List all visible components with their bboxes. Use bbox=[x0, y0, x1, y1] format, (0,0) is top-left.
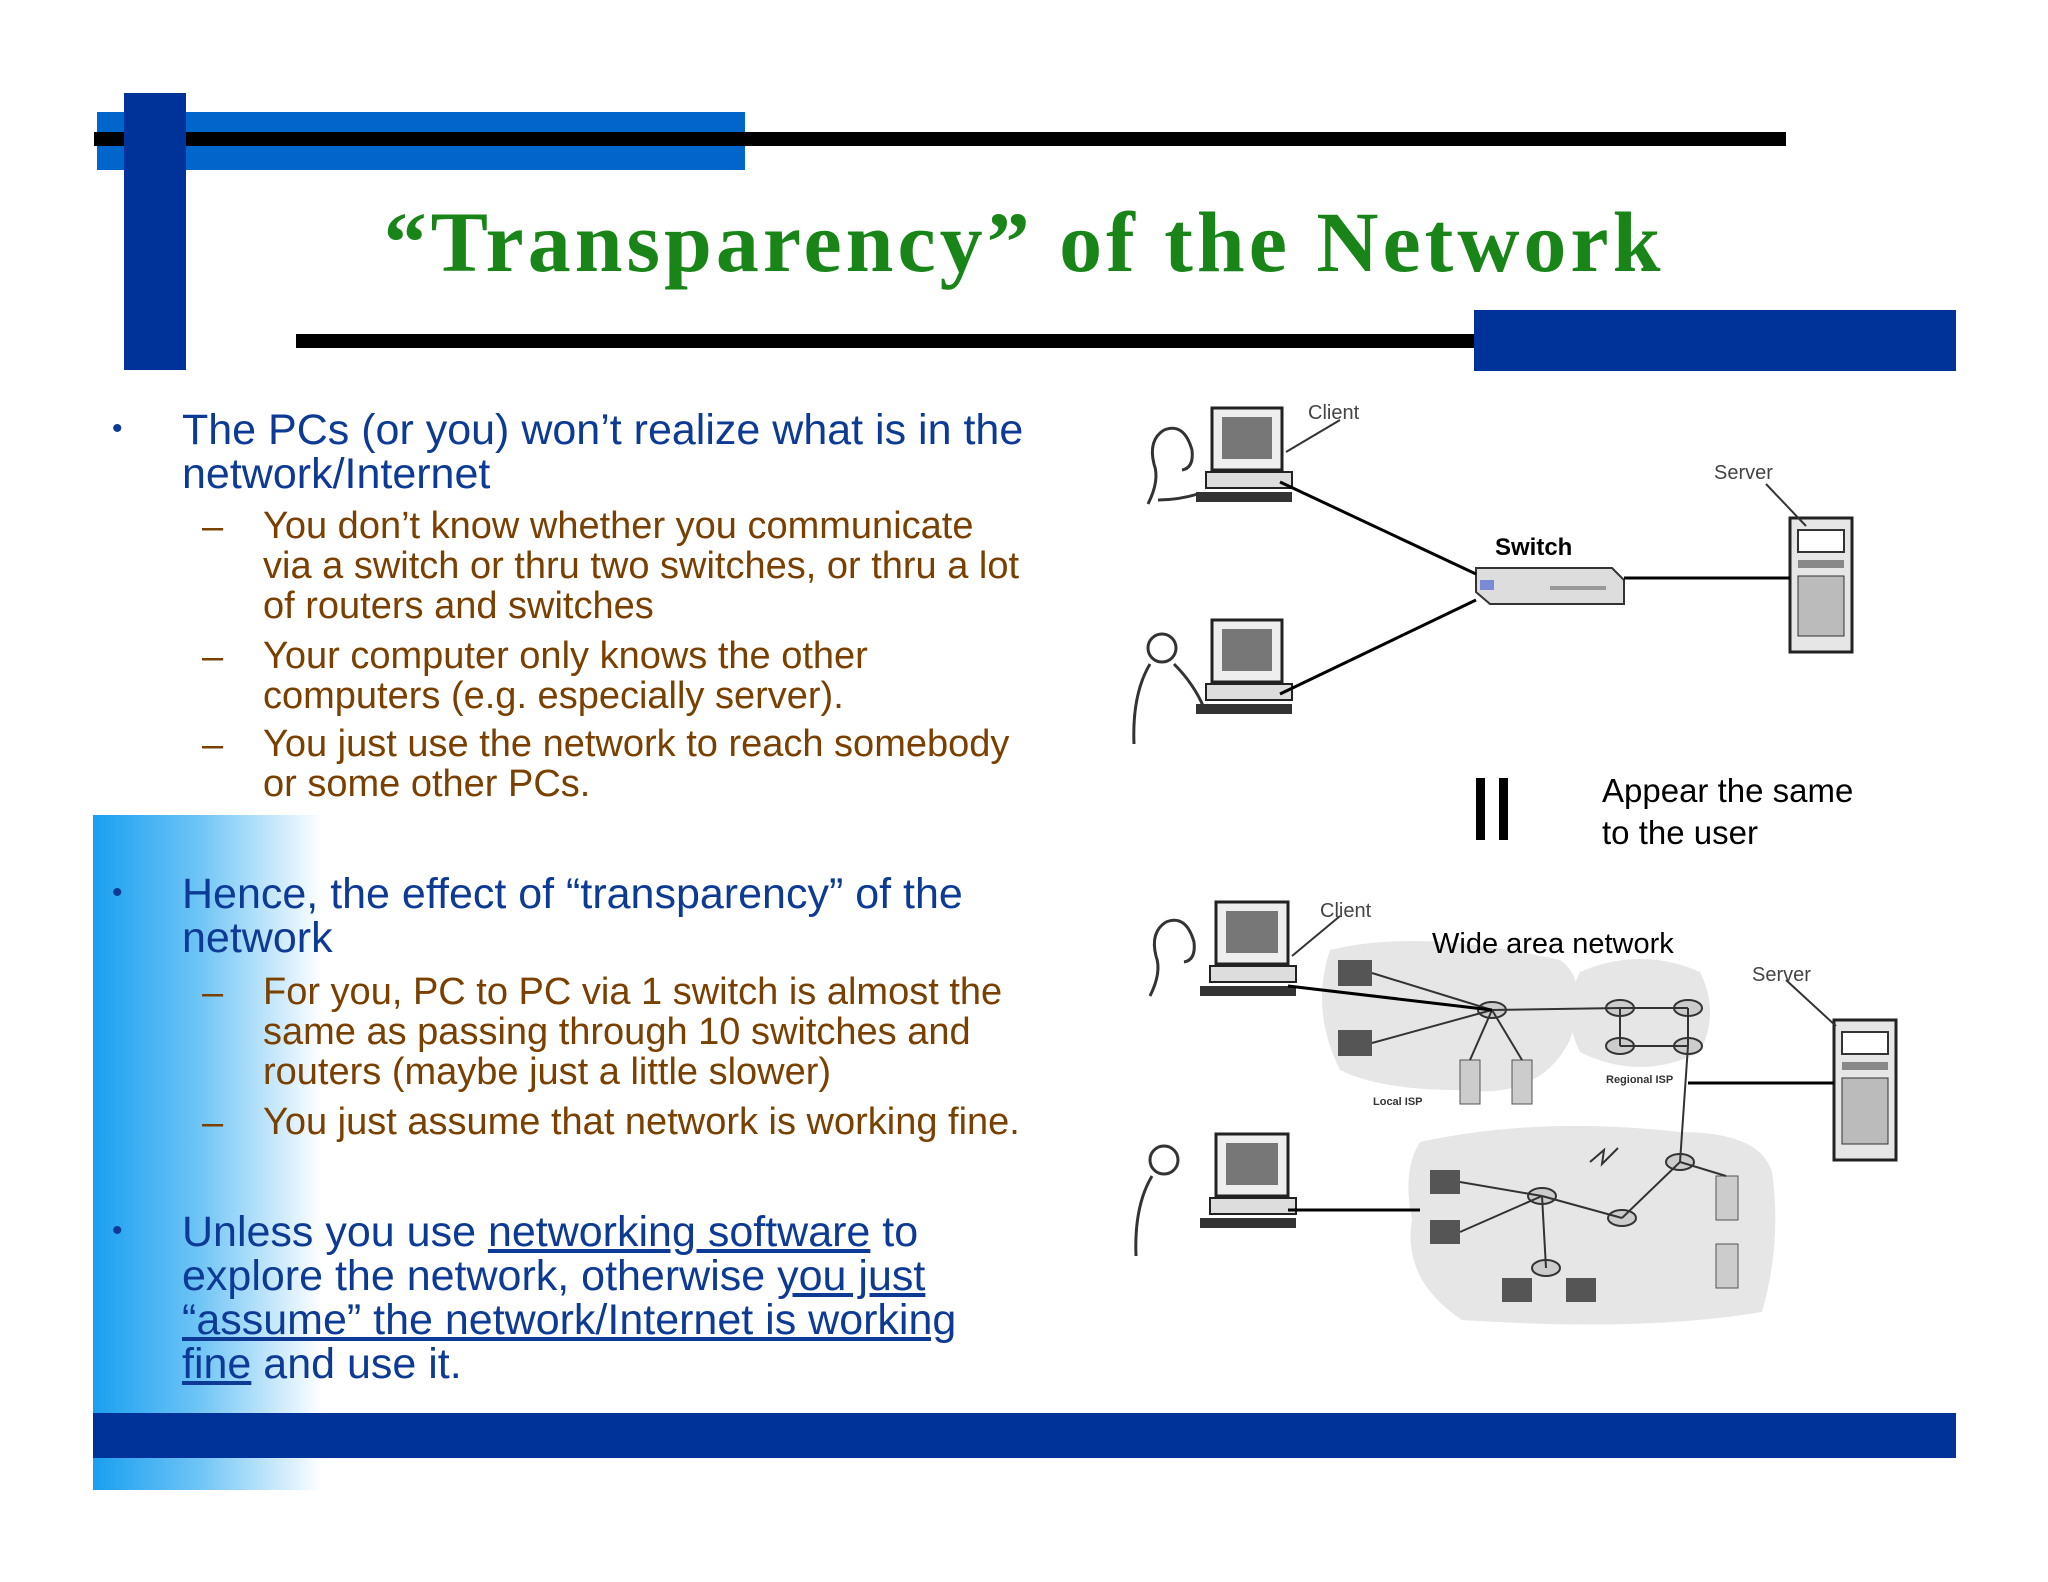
wan-label: Wide area network bbox=[1432, 928, 1674, 960]
bullet-marker: • bbox=[112, 1214, 123, 1247]
bullet-line: explore the network, otherwise you just bbox=[182, 1254, 925, 1298]
switch-label: Switch bbox=[1495, 534, 1573, 561]
client-computer-icon bbox=[1148, 900, 1297, 997]
server-icon bbox=[1832, 1018, 1898, 1162]
sub-bullet-text: of routers and switches bbox=[263, 585, 654, 627]
header-right-block bbox=[1474, 310, 1956, 371]
sub-bullet-text: You just use the network to reach somebo… bbox=[263, 723, 1010, 765]
regional-isp-cloud bbox=[1570, 959, 1710, 1067]
networking-software-link[interactable]: networking software bbox=[487, 1208, 871, 1256]
sub-bullet-text: via a switch or thru two switches, or th… bbox=[263, 545, 1020, 587]
server-rack-icon bbox=[1715, 1175, 1739, 1221]
equals-sign bbox=[1472, 778, 1522, 840]
server-label: Server bbox=[1752, 964, 1811, 986]
host-icon bbox=[1430, 1170, 1460, 1194]
host-icon bbox=[1338, 960, 1372, 986]
left-gradient-strip bbox=[93, 815, 323, 1490]
slide-title: “Transparency” of the Network bbox=[383, 194, 1665, 290]
sub-bullet-marker: – bbox=[202, 1102, 224, 1144]
equals-note-line: Appear the same bbox=[1602, 772, 1854, 809]
footer-bar bbox=[93, 1413, 1956, 1458]
sub-bullet-marker: – bbox=[202, 506, 224, 548]
host-icon bbox=[1430, 1220, 1460, 1244]
server-icon bbox=[1788, 516, 1854, 654]
client-computer-icon bbox=[1134, 1132, 1297, 1257]
server-rack-icon bbox=[1511, 1059, 1533, 1105]
bullet-line: Unless you use networking software to bbox=[182, 1210, 918, 1254]
switch-icon bbox=[1475, 567, 1625, 605]
sub-bullet-text: Your computer only knows the other bbox=[263, 635, 868, 677]
assume-link[interactable]: “assume” the network/Internet is working bbox=[182, 1296, 957, 1344]
bullet-text: explore the network, otherwise bbox=[182, 1252, 778, 1300]
assume-link[interactable]: fine bbox=[182, 1340, 252, 1388]
sub-bullet-text: routers (maybe just a little slower) bbox=[263, 1051, 832, 1093]
sub-bullet-marker: – bbox=[202, 636, 224, 678]
assume-link[interactable]: you just bbox=[777, 1252, 926, 1300]
bullet-line: fine and use it. bbox=[182, 1342, 462, 1386]
bullet-text: Hence, the effect of “transparency” of t… bbox=[182, 870, 963, 918]
header-rule-top bbox=[94, 132, 1786, 146]
header-vertical-bar bbox=[124, 93, 186, 370]
client-label: Client bbox=[1320, 900, 1372, 922]
wan-diagram bbox=[1134, 900, 1898, 1325]
switch-diagram bbox=[1132, 406, 1854, 745]
sub-bullet-text: You just assume that network is working … bbox=[263, 1101, 1020, 1143]
local-isp-cloud bbox=[1322, 941, 1578, 1092]
sub-bullet-text: You don’t know whether you communicate bbox=[263, 505, 974, 547]
header-rule-bottom bbox=[296, 334, 1478, 348]
server-label: Server bbox=[1714, 462, 1773, 484]
server-rack-icon bbox=[1459, 1059, 1481, 1105]
bullet-marker: • bbox=[112, 412, 123, 445]
regional-isp-label: Regional ISP bbox=[1606, 1074, 1674, 1086]
access-network-cloud bbox=[1408, 1125, 1776, 1325]
sub-bullet-text: For you, PC to PC via 1 switch is almost… bbox=[263, 971, 1003, 1013]
host-icon bbox=[1566, 1278, 1596, 1302]
host-icon bbox=[1338, 1030, 1372, 1056]
sub-bullet-text: computers (e.g. especially server). bbox=[263, 675, 844, 717]
server-rack-icon bbox=[1715, 1243, 1739, 1289]
bullet-marker: • bbox=[112, 876, 123, 909]
client-computer-icon bbox=[1146, 406, 1293, 505]
bullet-line: “assume” the network/Internet is working bbox=[182, 1298, 956, 1342]
sub-bullet-text: or some other PCs. bbox=[263, 763, 591, 805]
local-isp-label: Local ISP bbox=[1373, 1096, 1423, 1108]
host-icon bbox=[1502, 1278, 1532, 1302]
bullet-text: to bbox=[870, 1208, 919, 1256]
bullet-text: and use it. bbox=[251, 1340, 462, 1388]
bullet-text: Unless you use bbox=[182, 1208, 488, 1256]
bullet-text: The PCs (or you) won’t realize what is i… bbox=[182, 406, 1024, 454]
sub-bullet-text: same as passing through 10 switches and bbox=[263, 1011, 971, 1053]
bullet-text: network bbox=[182, 914, 333, 962]
client-label: Client bbox=[1308, 402, 1360, 424]
sub-bullet-marker: – bbox=[202, 724, 224, 766]
sub-bullet-marker: – bbox=[202, 972, 224, 1014]
bullet-text: network/Internet bbox=[182, 450, 491, 498]
equals-note-line: to the user bbox=[1602, 814, 1758, 851]
client-computer-icon bbox=[1132, 618, 1293, 745]
